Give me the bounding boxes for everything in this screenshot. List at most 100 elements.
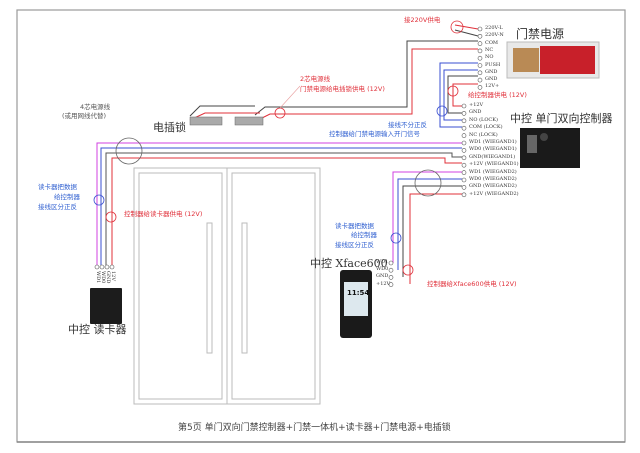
mains-marker [450, 20, 464, 34]
terminal-dot [388, 275, 394, 280]
terminal-dot [461, 170, 467, 175]
controller-terminal-label: GND(WIEGAND1) [469, 153, 516, 160]
terminal-dot [461, 192, 467, 198]
exit-signal-marker [436, 105, 448, 117]
xface-data-note-1: 读卡器把数据 [335, 222, 374, 230]
xface-power-note: 控制器给Xface600供电 (12V) [427, 280, 517, 288]
reader-label: 中控 读卡器 [68, 323, 127, 336]
controller-terminal-label: +12V (WIEGAND2) [469, 190, 519, 197]
terminal-dot [461, 111, 467, 116]
controller-terminal-label: +12V [469, 102, 484, 108]
terminal-dot [388, 260, 394, 266]
xface-terminal-label: GND [376, 273, 389, 280]
power-terminal-label: GND [485, 76, 498, 83]
xface-terminal-label: WD0 [376, 266, 389, 273]
terminal-dot [109, 264, 115, 270]
controller-power-marker [447, 85, 459, 97]
controller-terminal-label: GND [469, 109, 482, 116]
terminal-dot [477, 26, 483, 32]
xface-label: 中控 Xface600 [310, 257, 388, 270]
terminal-dot [477, 70, 483, 76]
four-core-note-2: (或用网线代替) [62, 112, 107, 120]
terminal-dot [94, 264, 100, 270]
controller-terminal-label: +12V (WIEGAND1) [469, 161, 519, 168]
exit-signal-note-1: 接线不分正反 [388, 121, 427, 129]
mains-note: 接220V供电 [404, 16, 441, 24]
lock-label: 电插锁 [153, 121, 186, 134]
xface-wires [392, 171, 462, 284]
terminal-dot [388, 267, 394, 273]
controller-terminal-label: WD1 (WIEGAND2) [469, 168, 517, 175]
terminal-dot [477, 55, 483, 61]
reader-data-note-1: 读卡器把数据 [38, 183, 77, 191]
exit-signal-note-2: 控制器给门禁电源输入开门信号 [329, 130, 420, 138]
power-supply-label: 门禁电源 [516, 27, 565, 41]
reader-image [90, 288, 122, 324]
xface-data-note-3: 接线区分正反 [335, 241, 374, 249]
reader-terminal-label: GND [105, 271, 111, 284]
power-terminal-label: NC [485, 46, 494, 53]
wiegand2-marker [414, 169, 442, 197]
terminal-dot [461, 177, 467, 183]
terminal-dot [461, 162, 467, 168]
lock-cable-desc: 门禁电源给电插锁供电 (12V) [300, 85, 385, 93]
power-terminal-label: GND [485, 68, 498, 75]
terminal-dot [461, 185, 467, 190]
reader-data-note-2: 给控制器 [54, 193, 80, 201]
power-terminal-label: 220V-N [485, 32, 504, 39]
double-door [133, 167, 321, 405]
door-handle-right [241, 222, 248, 354]
power-supply-image [506, 41, 600, 79]
xface-data-marker [390, 232, 402, 244]
lock-cable-title: 2芯电源线 [300, 75, 331, 83]
reader-terminal-label: WD1 [95, 271, 101, 284]
terminal-dot [477, 63, 483, 68]
controller-power-wires [439, 62, 478, 128]
controller-terminal-label: NC (LOCK) [469, 131, 498, 138]
controller-terminal-label: WD0 (WIEGAND2) [469, 176, 517, 182]
xface-terminal-label: +12V [376, 280, 391, 287]
reader-terminal-label: WD0 [100, 271, 106, 284]
reader-terminal-label: 12V [110, 271, 116, 281]
reader-power-note: 控制器给读卡器供电 (12V) [124, 210, 203, 218]
xface-data-note-2: 给控制器 [351, 231, 377, 239]
terminal-dot [477, 85, 483, 90]
terminal-dot [461, 155, 467, 161]
reader-wires [96, 142, 462, 265]
terminal-dot [388, 282, 394, 287]
terminal-dot [461, 103, 467, 109]
controller-image [520, 128, 580, 168]
terminal-dot [104, 264, 110, 270]
reader-power-marker [105, 211, 117, 223]
lock-cable-marker [274, 107, 286, 119]
terminal-dot [99, 264, 105, 270]
terminal-dot [461, 125, 467, 131]
controller-terminal-label: WD1 (WIEGAND1) [469, 139, 517, 145]
reader-data-note-3: 接线区分正反 [38, 203, 77, 211]
power-terminal-label: PUSH [485, 61, 501, 68]
power-terminal-label: NO [485, 54, 494, 61]
controller-terminal-label: NO (LOCK) [469, 116, 498, 123]
controller-terminal-label: COM (LOCK) [469, 124, 503, 131]
terminal-dot [477, 48, 483, 54]
controller-terminal-label: WD0 (WIEGAND1) [469, 146, 517, 153]
lock-wires [189, 40, 478, 121]
xface-terminal-label: WD1 [376, 259, 389, 265]
terminal-dot [477, 41, 483, 46]
terminal-dot [477, 33, 483, 39]
power-terminal-label: COM [485, 39, 499, 46]
lock-image [189, 116, 264, 126]
terminal-dot [461, 133, 467, 138]
controller-power-note: 给控制器供电 (12V) [468, 91, 527, 99]
mains-wires [454, 24, 479, 37]
door-handle-left [206, 222, 213, 354]
reader-data-marker [93, 194, 105, 206]
power-terminal-label: 12V+ [485, 83, 500, 90]
xface-clock: 11:54 [347, 289, 370, 297]
four-core-note-1: 4芯电源线 [80, 103, 111, 111]
controller-label: 中控 单门双向控制器 [510, 112, 613, 125]
xface-power-marker [402, 264, 414, 276]
page-caption: 第5页 单门双向门禁控制器+门禁一体机+读卡器+门禁电源+电插锁 [178, 423, 451, 433]
terminal-dot [461, 118, 467, 124]
